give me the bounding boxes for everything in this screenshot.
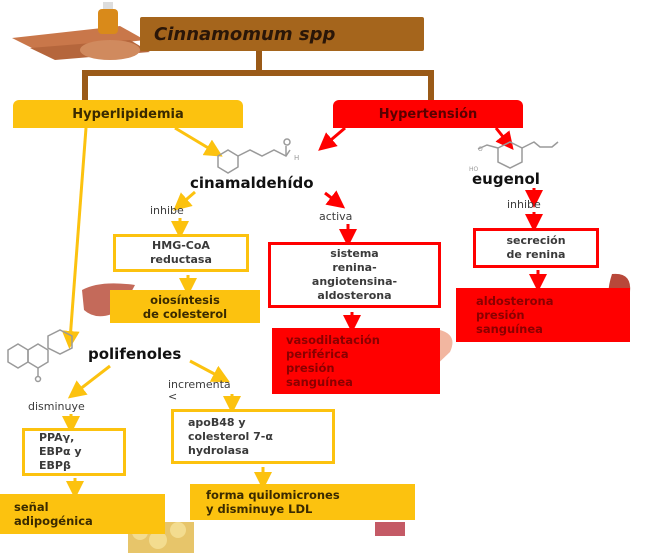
tree-right-drop: [428, 70, 434, 100]
tree-crossbar: [84, 70, 432, 76]
box-ppar-line2: EBPα y: [39, 445, 82, 458]
box-ppar-line3: EBPβ: [39, 459, 71, 472]
label-inhibe-cin: inhibe: [150, 204, 184, 217]
box-vaso-line2: periférica: [286, 347, 349, 361]
box-quilo-line1: forma quilomicrones: [206, 488, 340, 502]
arrow-pol-incrementa: [189, 359, 230, 383]
arrow-pol-disminuye: [67, 364, 111, 399]
box-senal-line1: señal: [14, 500, 49, 514]
svg-text:H: H: [294, 154, 299, 162]
compound-polifenoles: polifenoles: [88, 345, 182, 363]
flavone-structure-icon: [7, 329, 73, 383]
box-biosintesis: oiosíntesis de colesterol: [110, 290, 260, 323]
box-hmg-coa-line2: reductasa: [150, 253, 212, 266]
box-vaso-line4: sanguínea: [286, 375, 353, 389]
eugenol-structure-icon: HO O: [469, 141, 559, 173]
box-hmg-coa: HMG-CoA reductasa: [113, 234, 249, 272]
oil-bottle-icon: [98, 2, 118, 34]
tree-left-drop: [82, 70, 88, 100]
title-cinnamomum: Cinnamomum spp: [140, 17, 424, 51]
label-disminuye: disminuye: [28, 400, 85, 413]
label-activa: activa: [319, 210, 353, 223]
box-aldo-line3: sanguínea: [476, 322, 543, 336]
cinnamon-sticks-icon: [12, 26, 150, 60]
tree-trunk: [256, 51, 262, 73]
box-vaso-line1: vasodilatación: [286, 333, 380, 347]
box-hmg-coa-line1: HMG-CoA: [152, 239, 210, 252]
box-senal-adipogenica: señal adipogénica: [0, 494, 165, 534]
category-hypertension: Hypertensión: [333, 100, 523, 128]
box-apob48-line3: hydrolasa: [188, 443, 250, 457]
svg-text:O: O: [478, 146, 483, 153]
label-incrementa-suffix: <: [168, 390, 178, 403]
label-incrementa: incrementa: [168, 378, 231, 391]
box-raas-line1: sistema: [330, 247, 379, 260]
box-apob48-line2: colesterol 7-α: [188, 429, 273, 443]
box-secrecion-renina: secreción de renina: [473, 228, 599, 268]
arrow-hypert-to-cinamaldehido: [318, 126, 346, 151]
box-raas-line3: angiotensina-: [311, 275, 398, 288]
box-quilo-line2: y disminuye LDL: [206, 502, 313, 516]
box-secrecion-line1: secreción: [506, 234, 566, 247]
arrow-hypert-to-eugenol: [494, 127, 514, 151]
category-hyperlipidemia: Hyperlipidemia: [13, 100, 243, 128]
compound-cinamaldehido: cinamaldehído: [190, 174, 314, 192]
arrow-hyper-to-polifenoles: [61, 127, 88, 349]
box-aldosterona: aldosterona presión sanguínea: [456, 288, 630, 342]
box-raas-line4: aldosterona: [317, 289, 392, 302]
box-aldo-line2: presión: [476, 308, 525, 322]
box-vasodilatacion: vasodilatación periférica presión sanguí…: [272, 328, 440, 394]
box-ppar-line1: PPAγ,: [39, 431, 75, 444]
cinnamaldehyde-structure-icon: H: [217, 138, 299, 174]
box-senal-line2: adipogénica: [14, 514, 93, 528]
box-vaso-line3: presión: [286, 361, 335, 375]
box-raas: sistema renina- angiotensina- aldosteron…: [268, 242, 441, 308]
box-apob48: apoB48 y colesterol 7-α hydrolasa: [171, 409, 335, 464]
compound-eugenol: eugenol: [472, 170, 540, 188]
box-biosintesis-line1: oiosíntesis: [150, 292, 220, 307]
box-secrecion-line2: de renina: [506, 248, 566, 261]
arrow-cin-activa: [324, 190, 346, 209]
box-apob48-line1: apoB48 y: [188, 415, 246, 429]
label-inhibe-eug: inhibe: [507, 198, 541, 211]
arrow-hyper-to-cinamaldehido: [174, 126, 223, 157]
box-quilomicrones: forma quilomicrones y disminuye LDL: [190, 484, 415, 520]
muscle-tissue-icon: [375, 522, 405, 536]
box-aldo-line1: aldosterona: [476, 294, 554, 308]
box-biosintesis-line2: de colesterol: [142, 306, 228, 321]
box-raas-line2: renina-: [332, 261, 377, 274]
box-ppar: PPAγ, EBPα y EBPβ: [22, 428, 126, 476]
